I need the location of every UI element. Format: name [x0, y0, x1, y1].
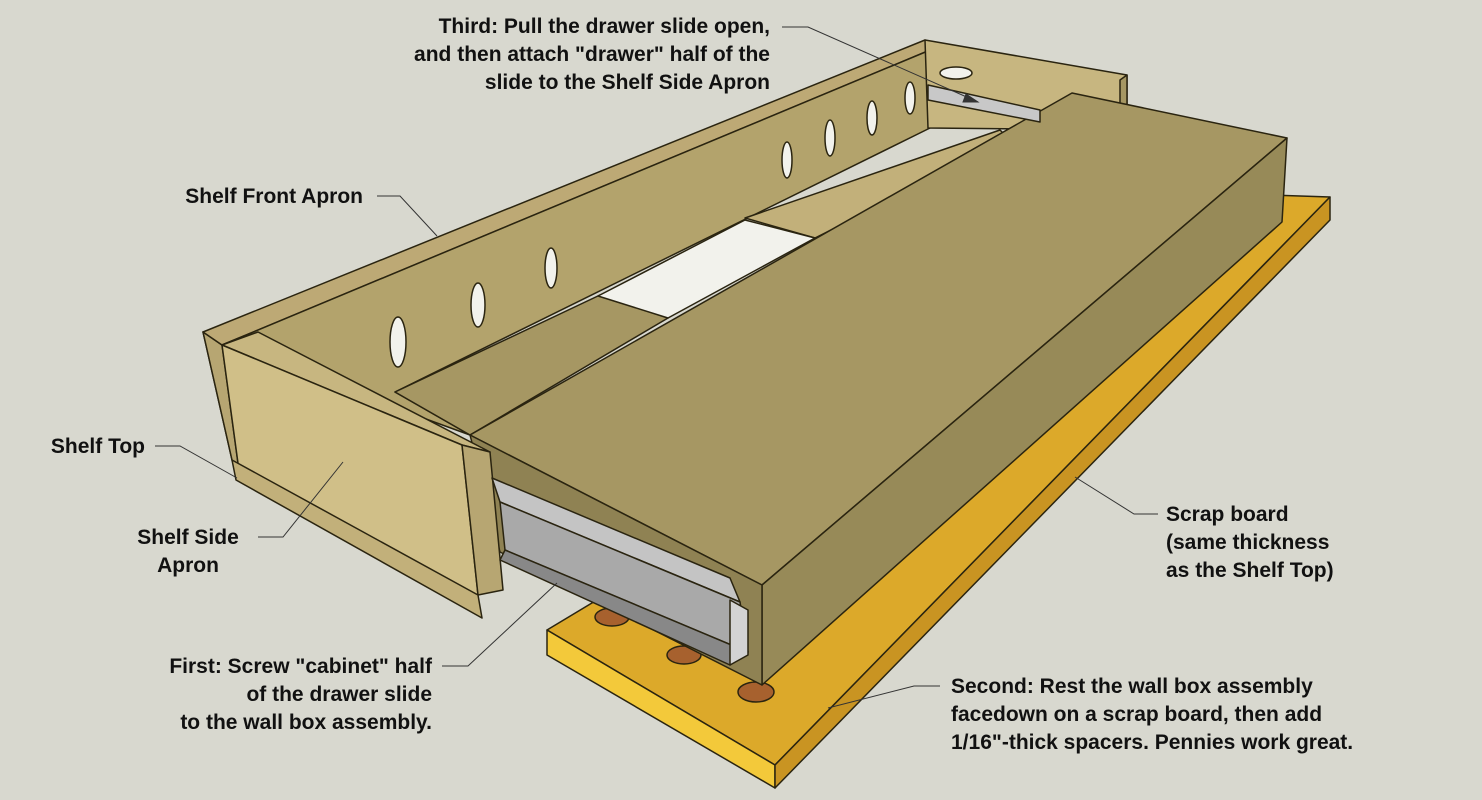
leader-scrap	[1074, 476, 1158, 515]
label-scrap-line: (same thickness	[1166, 531, 1330, 554]
label-shelf-top: Shelf Top	[20, 433, 145, 461]
pocket-hole	[904, 81, 916, 115]
slide-end	[729, 599, 749, 666]
pocket-hole	[544, 247, 558, 289]
label-shelf-top-line: Shelf Top	[50, 435, 145, 458]
pocket-hole	[939, 66, 973, 80]
drawer-slide	[491, 84, 1041, 666]
label-side-apron-line: Shelf Side	[137, 526, 239, 549]
pocket-hole	[824, 119, 836, 157]
label-scrap-line: Scrap board	[1166, 503, 1289, 526]
label-second-line: 1/16"-thick spacers. Pennies work great.	[951, 731, 1354, 754]
label-first-line: to the wall box assembly.	[180, 711, 432, 734]
leader-third	[782, 26, 979, 103]
label-second: Second: Rest the wall box assembly faced…	[951, 673, 1451, 757]
label-first-line: First: Screw "cabinet" half	[169, 655, 432, 678]
label-first-line: of the drawer slide	[246, 683, 432, 706]
label-scrap-line: as the Shelf Top)	[1166, 559, 1334, 582]
leader-second	[827, 685, 940, 709]
label-side-apron-line: Apron	[157, 554, 219, 577]
leader-first	[442, 582, 558, 667]
slide-far-rail	[927, 84, 1041, 123]
shelf-top-bottom-strip	[231, 459, 483, 619]
pocket-holes	[389, 66, 973, 368]
pocket-hole	[389, 316, 407, 368]
label-front-apron: Shelf Front Apron	[120, 183, 363, 211]
pocket-hole	[866, 100, 878, 136]
arrow-third	[962, 93, 980, 103]
label-side-apron: Shelf Side Apron	[118, 524, 258, 580]
label-scrap: Scrap board (same thickness as the Shelf…	[1166, 501, 1386, 585]
label-second-line: facedown on a scrap board, then add	[951, 703, 1323, 726]
pocket-hole	[781, 141, 793, 179]
leader-shelf-top	[155, 445, 238, 479]
label-second-line: Second: Rest the wall box assembly	[951, 675, 1313, 698]
leader-side-apron	[258, 461, 344, 538]
pocket-hole	[470, 282, 486, 328]
shelf-side-apron	[221, 331, 504, 619]
label-third: Third: Pull the drawer slide open, and t…	[340, 13, 770, 97]
leader-lines	[155, 26, 1158, 709]
opening	[597, 219, 816, 319]
label-front-apron-line: Shelf Front Apron	[185, 185, 363, 208]
scrap-board-side	[774, 196, 1331, 789]
leader-front-apron	[377, 195, 438, 237]
label-third-line: and then attach "drawer" half of the	[414, 43, 770, 66]
label-third-line: slide to the Shelf Side Apron	[484, 71, 770, 94]
penny	[737, 681, 775, 703]
label-first: First: Screw "cabinet" half of the drawe…	[100, 653, 432, 737]
label-third-line: Third: Pull the drawer slide open,	[438, 15, 770, 38]
